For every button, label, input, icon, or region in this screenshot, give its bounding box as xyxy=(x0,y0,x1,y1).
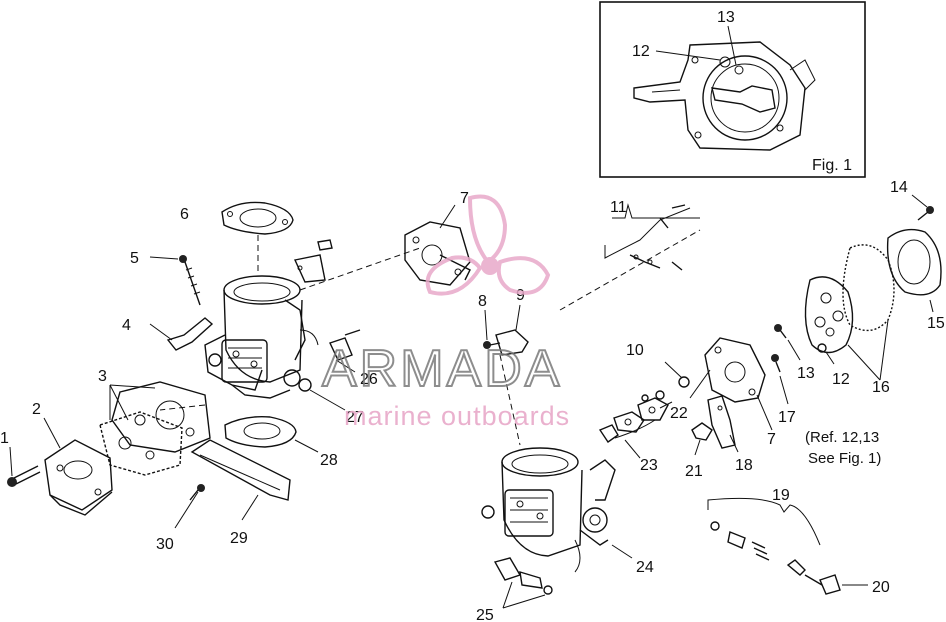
callout-16: 16 xyxy=(872,379,890,396)
part-28-gasket xyxy=(224,415,319,453)
right-carburetor-assembly xyxy=(481,194,942,609)
part-8-screw xyxy=(483,309,501,349)
callout-13: 13 xyxy=(797,365,815,382)
part-19-screw-kit xyxy=(707,497,823,586)
callout-3: 3 xyxy=(98,368,107,385)
reference-note: (Ref. 12,13 See Fig. 1) xyxy=(805,429,881,467)
armada-watermark: ARMADA marine outboards xyxy=(321,194,570,431)
part-1-screw xyxy=(7,446,41,487)
callout-labels: 1 2 3 4 5 6 7 8 9 10 11 12 13 14 15 16 1… xyxy=(0,179,945,622)
callout-20: 20 xyxy=(872,579,890,596)
part-7-pump-cover-left xyxy=(404,204,471,286)
callout-29: 29 xyxy=(230,530,248,547)
propeller-logo xyxy=(425,194,551,296)
part-20-screw xyxy=(819,574,868,595)
part-16-diaphragm-set xyxy=(804,244,895,381)
callout-8: 8 xyxy=(478,293,487,310)
part-18-plate xyxy=(707,395,739,453)
part-13-screw xyxy=(774,324,801,361)
callout-25: 25 xyxy=(476,607,494,622)
callout-19: 19 xyxy=(772,487,790,504)
part-22-small-fittings xyxy=(641,390,665,402)
callout-5: 5 xyxy=(130,250,139,267)
part-9-block xyxy=(495,304,529,356)
inset-callout-13: 13 xyxy=(717,9,735,26)
callout-21: 21 xyxy=(685,463,703,480)
callout-15: 15 xyxy=(927,315,945,332)
callout-18: 18 xyxy=(735,457,753,474)
inset-diaphragm-cover-drawing xyxy=(633,41,816,151)
callout-2: 2 xyxy=(32,401,41,418)
right-carburetor-body xyxy=(481,447,616,573)
callout-9: 9 xyxy=(516,287,525,304)
inset-fig-label: Fig. 1 xyxy=(812,157,852,174)
watermark-brand: ARMADA xyxy=(322,340,562,398)
callout-12: 12 xyxy=(832,371,850,388)
callout-7-right: 7 xyxy=(767,431,776,448)
callout-10: 10 xyxy=(626,342,644,359)
inset-frame xyxy=(599,1,866,178)
callout-23: 23 xyxy=(640,457,658,474)
callout-30: 30 xyxy=(156,536,174,553)
part-10-fitting xyxy=(664,361,690,388)
reference-note-line-2: See Fig. 1) xyxy=(808,450,881,467)
callout-6: 6 xyxy=(180,206,189,223)
callout-1: 1 xyxy=(0,430,9,447)
callout-28: 28 xyxy=(320,452,338,469)
part-27-fitting xyxy=(298,378,346,411)
callout-11: 11 xyxy=(610,199,627,216)
part-26-fitting xyxy=(329,329,361,373)
callout-17: 17 xyxy=(778,409,796,426)
part-5-long-screw xyxy=(149,255,201,306)
part-22-gasket-pair xyxy=(613,369,711,433)
callout-4: 4 xyxy=(122,317,131,334)
watermark-tagline: marine outboards xyxy=(344,401,570,431)
part-21-bracket xyxy=(691,422,713,456)
center-parts-group xyxy=(404,204,529,446)
part-15-cover xyxy=(886,228,942,313)
callout-14: 14 xyxy=(890,179,908,196)
part-12-washer xyxy=(817,343,835,365)
part-4-elbow-fitting xyxy=(149,317,214,351)
part-6-gasket xyxy=(221,201,294,235)
reference-note-line-1: (Ref. 12,13 xyxy=(805,429,879,446)
inset-leader-12 xyxy=(655,50,721,61)
part-29-plate xyxy=(190,439,291,521)
callout-22: 22 xyxy=(670,405,688,422)
left-carburetor-assembly xyxy=(7,201,421,529)
part-3-gasket-set xyxy=(99,381,211,476)
inset-leader-13 xyxy=(727,25,737,66)
callout-7-left: 7 xyxy=(460,190,469,207)
part-23-lever xyxy=(598,419,656,459)
part-2-pump-cover xyxy=(43,417,113,516)
callout-27: 27 xyxy=(346,409,364,426)
part-17-screw xyxy=(771,354,789,405)
part-11-linkage-kit xyxy=(604,203,700,271)
part-25-jets xyxy=(493,557,553,609)
part-7-pump-cover-right xyxy=(704,337,773,431)
part-14-screw xyxy=(911,194,934,221)
inset-fig-1: 12 13 Fig. 1 xyxy=(599,1,866,178)
callout-26: 26 xyxy=(360,371,378,388)
left-carburetor-body xyxy=(204,275,319,399)
inset-callout-12: 12 xyxy=(632,43,650,60)
part-30-screw xyxy=(174,484,205,529)
callout-24: 24 xyxy=(636,559,654,576)
